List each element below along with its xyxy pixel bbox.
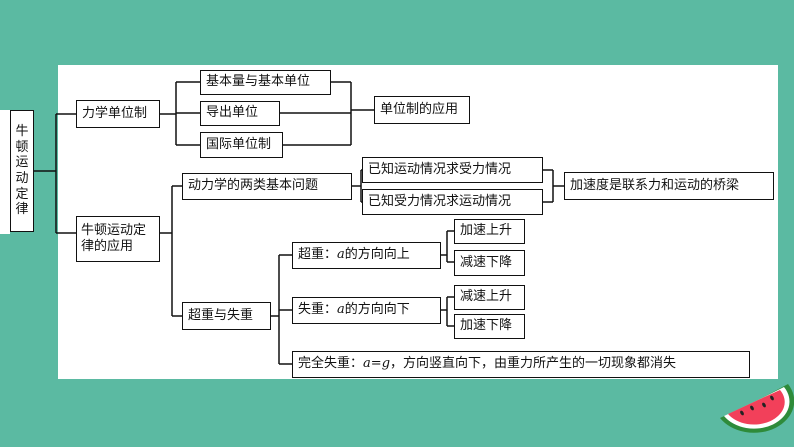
root-strip	[0, 110, 10, 234]
complete-var-a: a	[363, 356, 371, 372]
node-acceleration-bridge: 加速度是联系力和运动的桥梁	[564, 172, 774, 200]
node-si-units: 国际单位制	[200, 132, 283, 158]
node-complete-weightlessness: 完全失重：a=g，方向竖直向下，由重力所产生的一切现象都消失	[292, 351, 750, 378]
underweight-suffix: 的方向向下	[344, 302, 410, 318]
underweight-var-a: a	[337, 302, 345, 318]
complete-eq: =	[370, 356, 382, 372]
node-derived-units: 导出单位	[200, 101, 280, 126]
node-basic-quantities: 基本量与基本单位	[200, 70, 331, 95]
node-force-to-motion: 已知受力情况求运动情况	[362, 189, 543, 215]
node-mechanics-units: 力学单位制	[76, 100, 160, 128]
root-node: 牛顿运动定律	[10, 110, 34, 232]
node-newton-application: 牛顿运动定律的应用	[76, 216, 160, 262]
node-decelerate-down: 减速下降	[454, 250, 525, 276]
complete-suffix: ，方向竖直向下，由重力所产生的一切现象都消失	[390, 356, 677, 372]
overweight-prefix: 超重：	[298, 247, 338, 263]
underweight-prefix: 失重：	[298, 302, 338, 318]
node-over-under-weight: 超重与失重	[182, 302, 271, 330]
node-accelerate-up: 加速上升	[454, 219, 525, 244]
node-accelerate-down: 加速下降	[454, 314, 525, 339]
node-units-application: 单位制的应用	[374, 96, 470, 124]
watermelon-slice-icon	[720, 384, 794, 433]
overweight-suffix: 的方向向上	[344, 247, 410, 263]
complete-var-g: g	[381, 356, 391, 372]
overweight-var-a: a	[337, 247, 345, 263]
node-decelerate-up: 减速上升	[454, 285, 525, 310]
node-dynamics-problems: 动力学的两类基本问题	[182, 173, 352, 200]
complete-prefix: 完全失重：	[298, 356, 364, 372]
node-motion-to-force: 已知运动情况求受力情况	[362, 157, 543, 183]
